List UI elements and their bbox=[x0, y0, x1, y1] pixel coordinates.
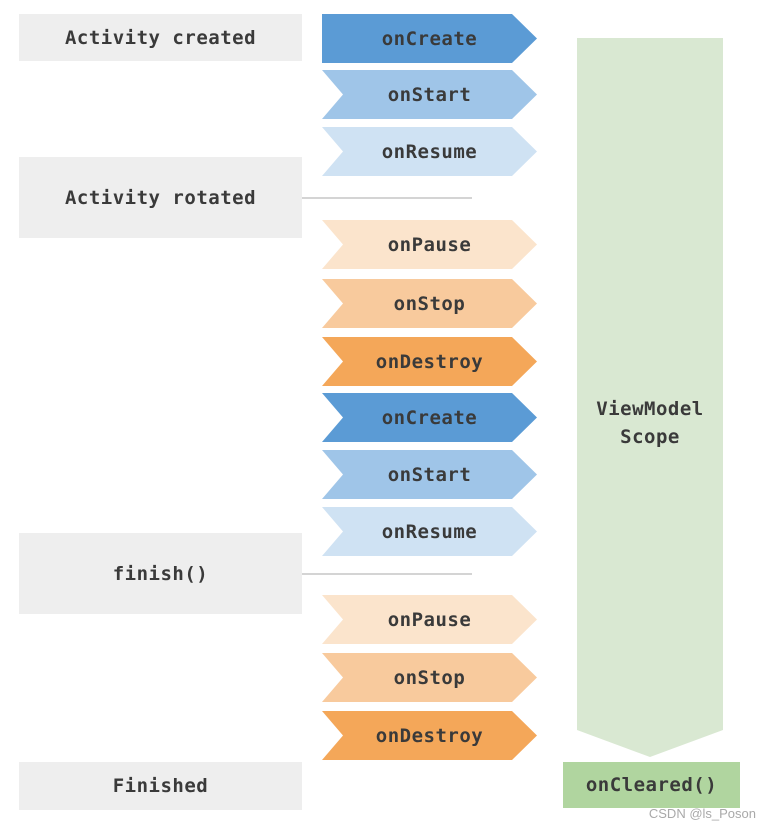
state-label-finished: Finished bbox=[19, 762, 302, 810]
arrow-label: onCreate bbox=[381, 27, 478, 50]
lifecycle-arrow-onstart-2: onStart bbox=[322, 450, 537, 499]
viewmodel-scope-label: ViewModel Scope bbox=[596, 398, 704, 448]
arrow-label: onCreate bbox=[381, 406, 478, 429]
arrow-label: onStop bbox=[393, 666, 466, 689]
arrow-label: onStart bbox=[387, 83, 472, 106]
lifecycle-arrow-onpause-2: onPause bbox=[322, 595, 537, 644]
finish-connector-line bbox=[302, 573, 472, 575]
state-label-activity-rotated: Activity rotated bbox=[19, 157, 302, 238]
oncleared-box: onCleared() bbox=[563, 762, 740, 808]
arrow-label: onStop bbox=[393, 292, 466, 315]
lifecycle-arrow-ondestroy-2: onDestroy bbox=[322, 711, 537, 760]
state-label-activity-created: Activity created bbox=[19, 14, 302, 61]
state-label-text: Activity created bbox=[64, 26, 257, 49]
arrow-label: onPause bbox=[387, 608, 472, 631]
state-label-text: Activity rotated bbox=[64, 186, 257, 209]
lifecycle-arrow-onresume-2: onResume bbox=[322, 507, 537, 556]
state-label-text: finish() bbox=[112, 562, 209, 585]
lifecycle-arrow-onstop-2: onStop bbox=[322, 653, 537, 702]
arrow-label: onResume bbox=[381, 140, 478, 163]
watermark-text: CSDN @ls_Poson bbox=[648, 806, 756, 821]
arrow-label: onDestroy bbox=[375, 724, 484, 747]
arrow-label: onStart bbox=[387, 463, 472, 486]
rotated-connector-line bbox=[302, 197, 472, 199]
lifecycle-arrow-onpause-1: onPause bbox=[322, 220, 537, 269]
arrow-label: onDestroy bbox=[375, 350, 484, 373]
lifecycle-arrow-oncreate-2: onCreate bbox=[322, 393, 537, 442]
viewmodel-scope-arrow: ViewModel Scope bbox=[577, 38, 723, 757]
state-label-finish: finish() bbox=[19, 533, 302, 614]
lifecycle-arrow-onstop-1: onStop bbox=[322, 279, 537, 328]
state-label-text: Finished bbox=[112, 775, 209, 797]
arrow-label: onPause bbox=[387, 233, 472, 256]
oncleared-label: onCleared() bbox=[585, 774, 718, 796]
lifecycle-arrow-oncreate-1: onCreate bbox=[322, 14, 537, 63]
arrow-label: onResume bbox=[381, 520, 478, 543]
lifecycle-arrow-ondestroy-1: onDestroy bbox=[322, 337, 537, 386]
lifecycle-arrow-onstart-1: onStart bbox=[322, 70, 537, 119]
lifecycle-arrow-onresume-1: onResume bbox=[322, 127, 537, 176]
